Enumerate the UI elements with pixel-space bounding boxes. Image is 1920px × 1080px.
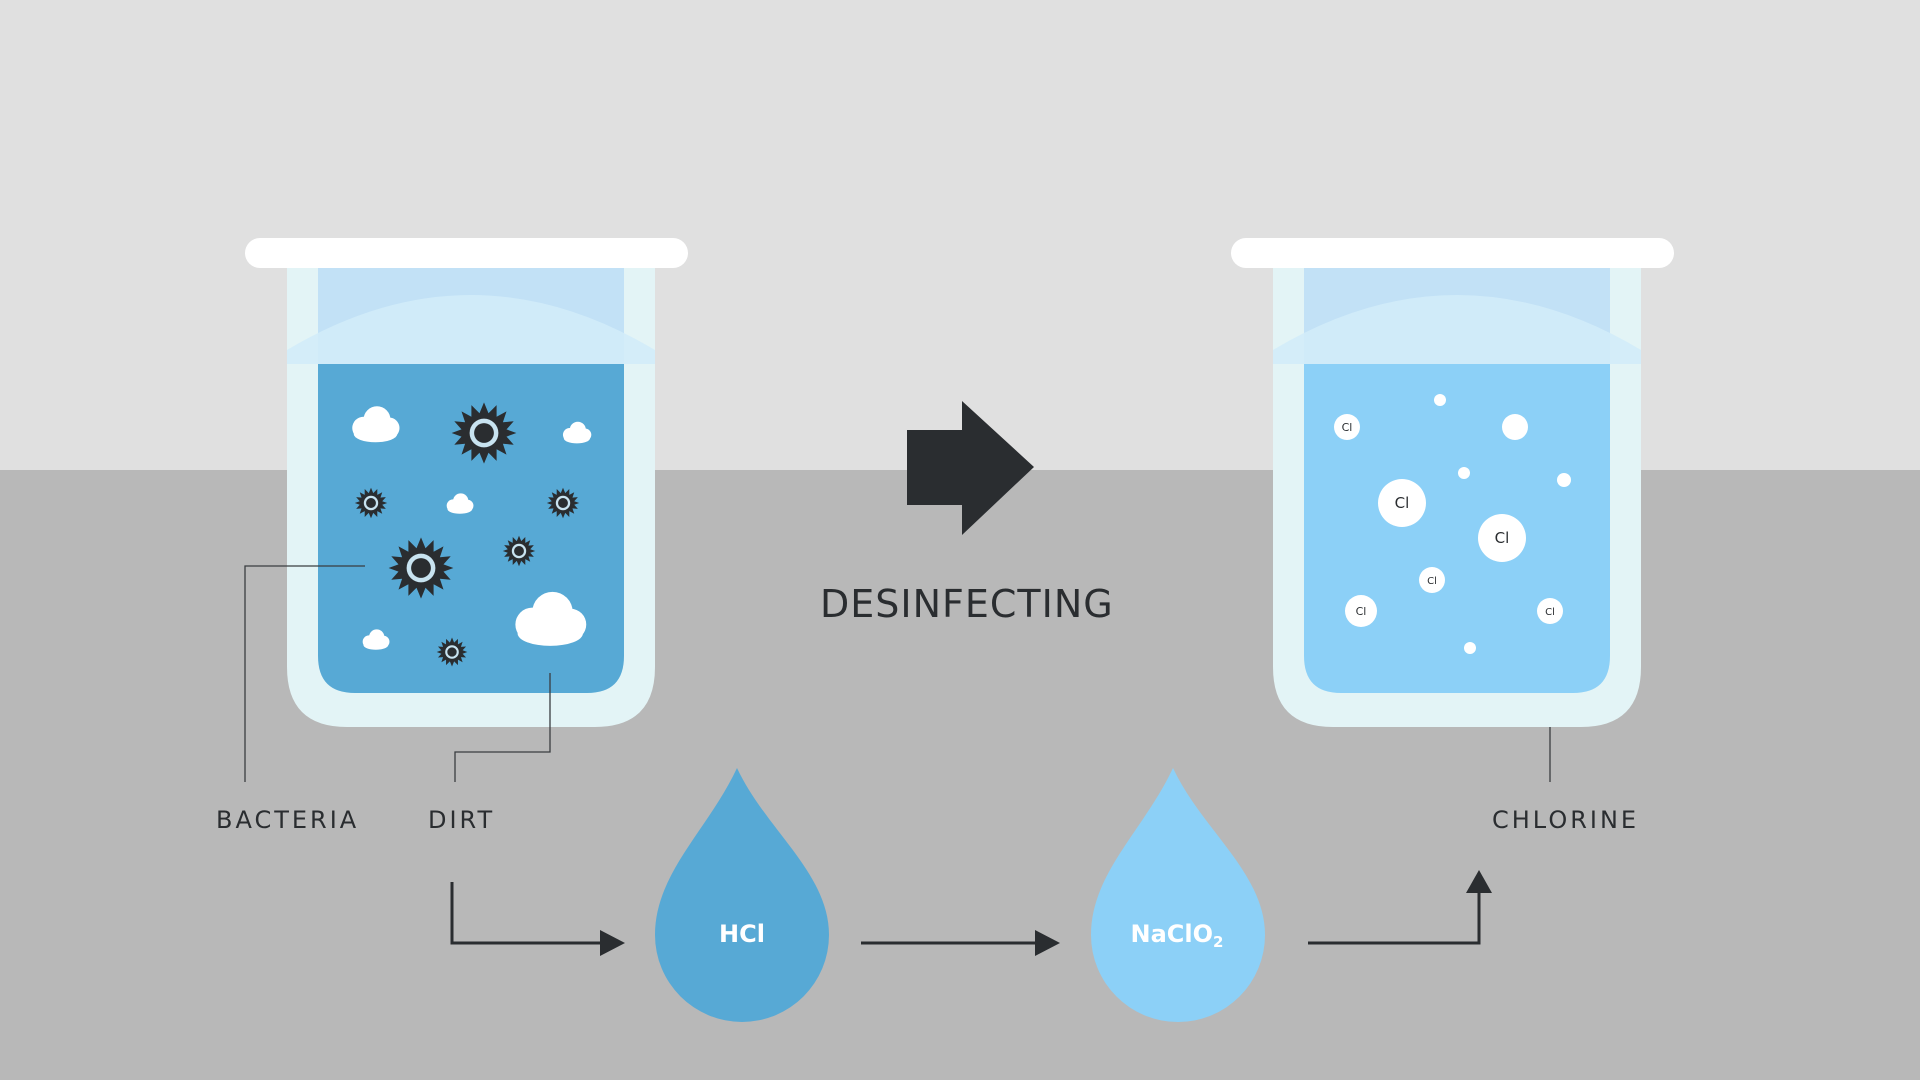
bacteria-leader-line: [244, 565, 365, 782]
arrowhead-icon: [1466, 870, 1492, 893]
chlorine-label: CHLORINE: [1492, 806, 1640, 834]
chlorine-molecule: Cl: [1537, 598, 1563, 624]
chlorine-molecule: Cl: [1478, 514, 1526, 562]
naclo2-formula: NaClO: [1131, 920, 1214, 948]
hcl-drop: HCl: [655, 768, 829, 1022]
arrowhead-icon: [1035, 930, 1060, 956]
chlorine-symbol: Cl: [1395, 494, 1410, 512]
chlorine-symbol: Cl: [1545, 607, 1555, 618]
naclo2-subscript: 2: [1213, 933, 1223, 951]
bubble: [1458, 467, 1470, 479]
clean-water: [1304, 364, 1610, 693]
chlorine-symbol: Cl: [1427, 576, 1437, 587]
bubble: [1557, 473, 1571, 487]
beaker-rim: [245, 238, 688, 268]
bubble: [1502, 414, 1528, 440]
bubble: [1464, 642, 1476, 654]
beaker-water-surface: [287, 295, 655, 364]
arrow-right-icon: [907, 401, 1034, 535]
bubble: [1434, 394, 1446, 406]
beaker-rim: [1231, 238, 1674, 268]
chlorine-symbol: Cl: [1495, 529, 1510, 547]
naclo2-label: NaClO2: [1131, 920, 1224, 951]
beaker-water-surface: [1273, 295, 1641, 364]
naclo2-drop: NaClO2: [1091, 768, 1265, 1022]
hcl-label: HCl: [719, 920, 765, 948]
bacteria-label: BACTERIA: [216, 806, 360, 834]
process-arrow-3: [1308, 870, 1492, 945]
dirty-water-beaker: [245, 238, 688, 727]
chlorine-molecule: Cl: [1345, 595, 1377, 627]
chlorine-symbol: Cl: [1342, 421, 1353, 434]
chlorine-molecule: Cl: [1419, 567, 1445, 593]
chlorine-molecule: Cl: [1378, 479, 1426, 527]
clean-water-beaker: Cl Cl Cl Cl Cl Cl: [1231, 238, 1674, 727]
process-arrow-1: [450, 882, 625, 956]
process-arrow-2: [861, 930, 1060, 956]
disinfecting-label: DESINFECTING: [820, 582, 1114, 626]
dirt-label: DIRT: [428, 806, 496, 834]
chlorine-symbol: Cl: [1356, 605, 1367, 618]
chlorine-molecule: Cl: [1334, 414, 1360, 440]
arrowhead-icon: [600, 930, 625, 956]
dirt-leader-line: [454, 673, 551, 782]
